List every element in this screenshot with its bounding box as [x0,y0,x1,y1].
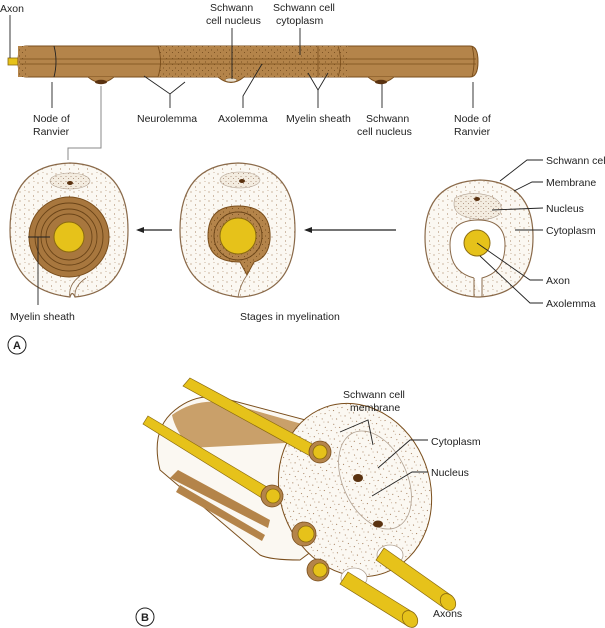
label-schwann-cell-nucleus-bottom-2: cell nucleus [357,126,412,138]
label-membrane: Membrane [546,177,596,189]
cross-section-stage-2 [179,162,296,298]
label-schwann-cytoplasm-1: Schwann cell [273,2,335,14]
label-node-of-ranvier-right-2: Ranvier [454,126,491,138]
label-schwann-cell: Schwann cell [546,155,605,167]
nerve-fibre-longitudinal [7,45,479,85]
mesaxon [449,219,506,297]
label-schwann-cell-nucleus-top-2: cell nucleus [206,15,261,27]
label-nucleus: Nucleus [546,203,584,215]
axon-upper-2 [142,415,284,508]
label-axon: Axon [0,3,24,15]
axon-protruding-2 [339,567,419,628]
label-nucleus-b: Nucleus [431,467,469,479]
axon [219,217,257,255]
label-axon-right: Axon [546,275,570,287]
label-axons: Axons [433,608,462,620]
label-node-of-ranvier-left-1: Node of [33,113,70,125]
label-cytoplasm: Cytoplasm [546,225,596,237]
cross-section-stage-3 [9,162,129,298]
label-neurolemma: Neurolemma [137,113,197,125]
cutaway-region [158,46,348,77]
label-axolemma: Axolemma [218,113,268,125]
unmyelinated-fibre-3d [142,377,457,628]
label-myelin-sheath-cross-section: Myelin sheath [10,311,75,323]
nucleus [338,430,412,530]
caption-stages-in-myelination: Stages in myelination [240,311,340,323]
label-myelin-sheath-top: Myelin sheath [286,113,351,125]
svg-text:B: B [141,612,149,624]
label-node-of-ranvier-left-2: Ranvier [33,126,70,138]
label-cytoplasm-b: Cytoplasm [431,436,481,448]
node-of-ranvier-left [53,45,57,78]
svg-text:A: A [13,340,21,352]
panel-a-badge [7,335,27,355]
axon-lower [306,558,330,582]
axon-protruding-1 [375,544,457,611]
axon-upper-1 [182,377,332,464]
label-schwann-cell-membrane-1: Schwann cell [343,389,405,401]
label-schwann-cell-nucleus-top-1: Schwann [210,2,253,14]
axon-middle [291,521,317,547]
axon [53,221,85,253]
label-schwann-cytoplasm-2: cytoplasm [276,15,324,27]
cross-section-stage-1 [424,179,534,298]
panel-b-badge [135,607,155,627]
label-schwann-cell-nucleus-bottom-1: Schwann [366,113,409,125]
schwann-nucleus-right [375,79,387,85]
node-of-ranvier-right [471,45,475,78]
schwann-nucleus-left [95,79,107,85]
label-axolemma-right: Axolemma [546,298,596,310]
nucleus [453,193,502,220]
schwann-nucleus-center [224,77,238,83]
label-schwann-cell-membrane-2: membrane [350,402,400,414]
label-node-of-ranvier-right-1: Node of [454,113,491,125]
